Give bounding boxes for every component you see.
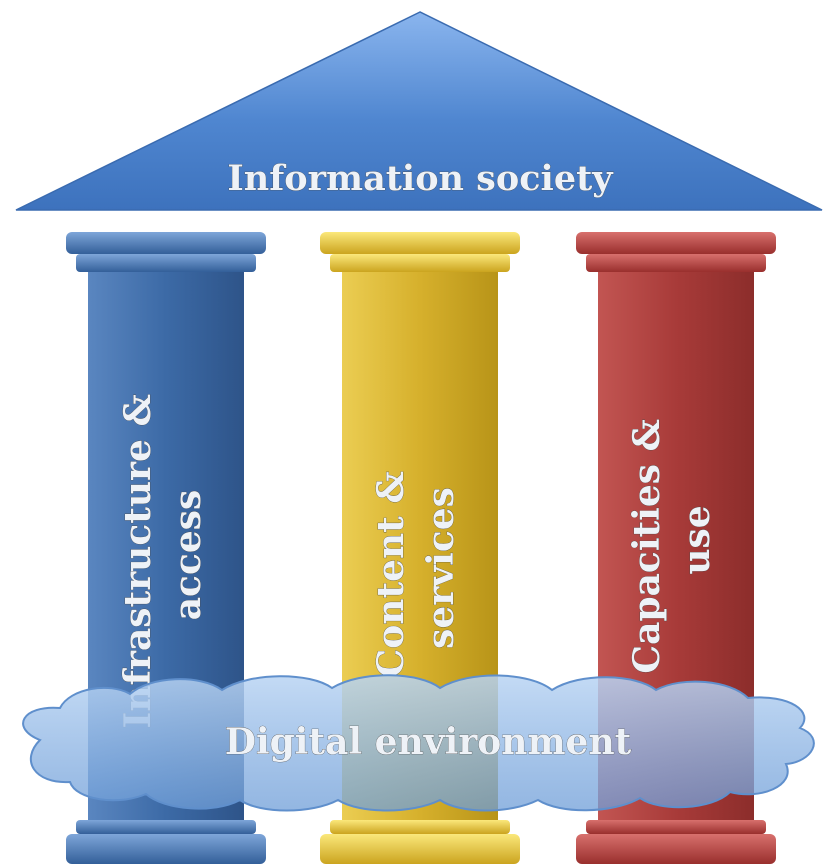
pillar-base	[66, 834, 266, 864]
pillar-base	[320, 834, 520, 864]
pillar-capital	[320, 232, 520, 254]
cloud-label: Digital environment	[225, 721, 632, 763]
pillar-label-line-2: access	[167, 490, 209, 621]
cloud: Digital environment	[22, 674, 815, 812]
pillar-capital	[66, 232, 266, 254]
roof: Information society	[15, 11, 823, 211]
pillar-capital-lower	[586, 254, 766, 272]
pillar-base	[576, 834, 776, 864]
pillar-base-upper	[76, 820, 256, 834]
roof-triangle	[15, 11, 823, 211]
cloud-shape	[22, 674, 815, 812]
pillar-base-upper	[330, 820, 510, 834]
pillar-label-line-2: use	[676, 505, 718, 574]
pillar-label-line-1: Capacities &	[626, 419, 668, 674]
roof-label: Information society	[227, 158, 614, 199]
pillar-capital	[576, 232, 776, 254]
pillar-label-line-1: Content &	[370, 471, 412, 677]
pillar-label: Capacities & use	[626, 406, 718, 673]
pillar-label-line-1: Infrastructure &	[117, 394, 159, 728]
pillar-label-line-2: services	[420, 487, 462, 649]
pillar-label: Infrastructure & access	[117, 381, 209, 728]
pillar-label: Content & services	[370, 459, 462, 678]
pillar-capital-lower	[76, 254, 256, 272]
pillar-base-upper	[586, 820, 766, 834]
pillar-capital-lower	[330, 254, 510, 272]
